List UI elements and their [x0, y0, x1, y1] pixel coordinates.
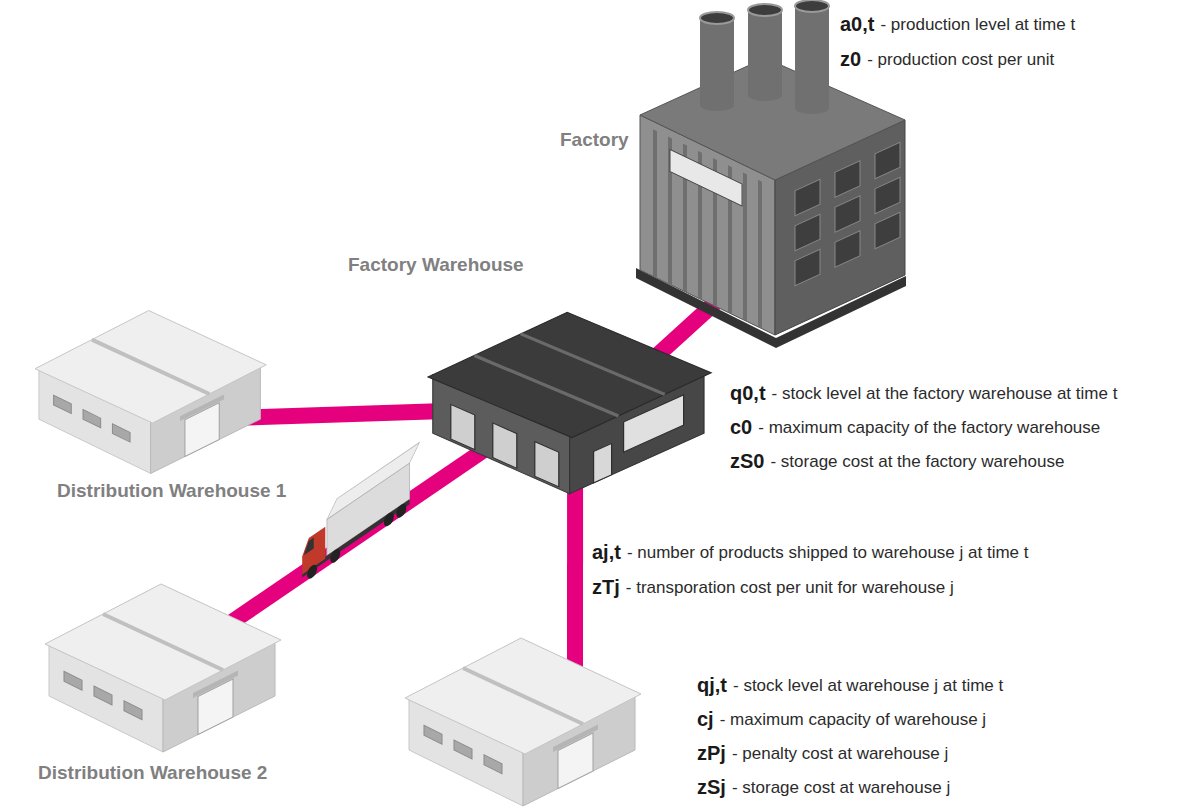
variable-symbol: qj,t — [697, 673, 727, 697]
ellipse-shape — [700, 12, 734, 24]
variable-description: - maximum capacity of the factory wareho… — [758, 418, 1100, 438]
line-shape — [653, 130, 657, 277]
rect-shape — [302, 499, 409, 577]
variable-description: - penalty cost at warehouse j — [732, 744, 948, 764]
building-node: qj,t- stock level at warehouse j at time… — [445, 684, 605, 762]
rect-shape — [835, 196, 860, 233]
rect-shape — [795, 6, 829, 108]
variable-description: - transporation cost per unit for wareho… — [626, 578, 954, 598]
use-shape — [45, 584, 281, 752]
variable-description: - stock level at warehouse j at time t — [733, 676, 1003, 696]
variable-description: - number of products shipped to warehous… — [627, 543, 1029, 563]
ellipse-shape — [307, 562, 317, 581]
rect-shape — [835, 231, 860, 268]
chimney-illustration — [700, 0, 829, 114]
use-shape — [428, 312, 711, 493]
factory-illustration — [636, 0, 906, 348]
line-shape — [758, 181, 762, 328]
truck-illustration — [302, 442, 419, 584]
rect-shape — [748, 10, 782, 95]
variable-description: - storage cost at the factory warehouse — [770, 452, 1064, 472]
rect-shape — [835, 161, 860, 198]
ellipse-shape — [384, 510, 394, 529]
rect-shape — [700, 18, 734, 105]
building-node: Factorya0,t- production level at time tz… — [660, 140, 880, 280]
ellipse-shape — [748, 89, 782, 101]
variable-description: - production cost per unit — [867, 50, 1054, 70]
building-label: Factory — [560, 129, 629, 152]
rect-shape — [795, 179, 820, 216]
ellipse-shape — [795, 102, 829, 114]
variable-symbol: zS0 — [730, 449, 764, 473]
variable-symbol: zTj — [592, 575, 620, 599]
ellipse-shape — [795, 0, 829, 12]
variable-description: - production level at time t — [880, 15, 1075, 35]
variable-symbol: cj — [697, 707, 714, 731]
rect-shape — [875, 212, 900, 249]
variable-symbol: zSj — [697, 775, 726, 799]
ellipse-shape — [748, 4, 782, 16]
variable-symbol: q0,t — [730, 381, 766, 405]
building-label: Distribution Warehouse 2 — [38, 762, 267, 785]
variable-symbol: c0 — [730, 415, 752, 439]
variable-symbol: a0,t — [840, 12, 874, 36]
variable-description: - maximum capacity of warehouse j — [720, 710, 986, 730]
factory-warehouse-illustration — [428, 312, 711, 493]
ellipse-shape — [396, 501, 406, 520]
building-label: Distribution Warehouse 1 — [57, 480, 286, 503]
variable-symbol: z0 — [840, 47, 861, 71]
use-shape — [35, 311, 266, 474]
ellipse-shape — [700, 99, 734, 111]
rect-shape — [875, 142, 900, 179]
variable-description: - storage cost at warehouse j — [732, 778, 950, 798]
variable-description: - stock level at the factory warehouse a… — [772, 384, 1118, 404]
rect-shape — [795, 249, 820, 286]
ellipse-shape — [330, 547, 340, 566]
rect-shape — [875, 177, 900, 214]
use-shape — [405, 638, 641, 806]
variable-symbol: zPj — [697, 741, 726, 765]
building-label: Factory Warehouse — [348, 254, 524, 277]
polygon-shape — [304, 538, 314, 556]
rect-shape — [795, 214, 820, 251]
variable-symbol: aj,t — [592, 540, 621, 564]
building-node: Factory Warehouseq0,t- stock level at th… — [476, 362, 668, 446]
line-shape — [743, 174, 747, 321]
building-node: Distribution Warehouse 2 — [85, 630, 245, 708]
transport-link — [220, 446, 490, 630]
building-node: Distribution Warehouse 1 — [74, 355, 231, 431]
